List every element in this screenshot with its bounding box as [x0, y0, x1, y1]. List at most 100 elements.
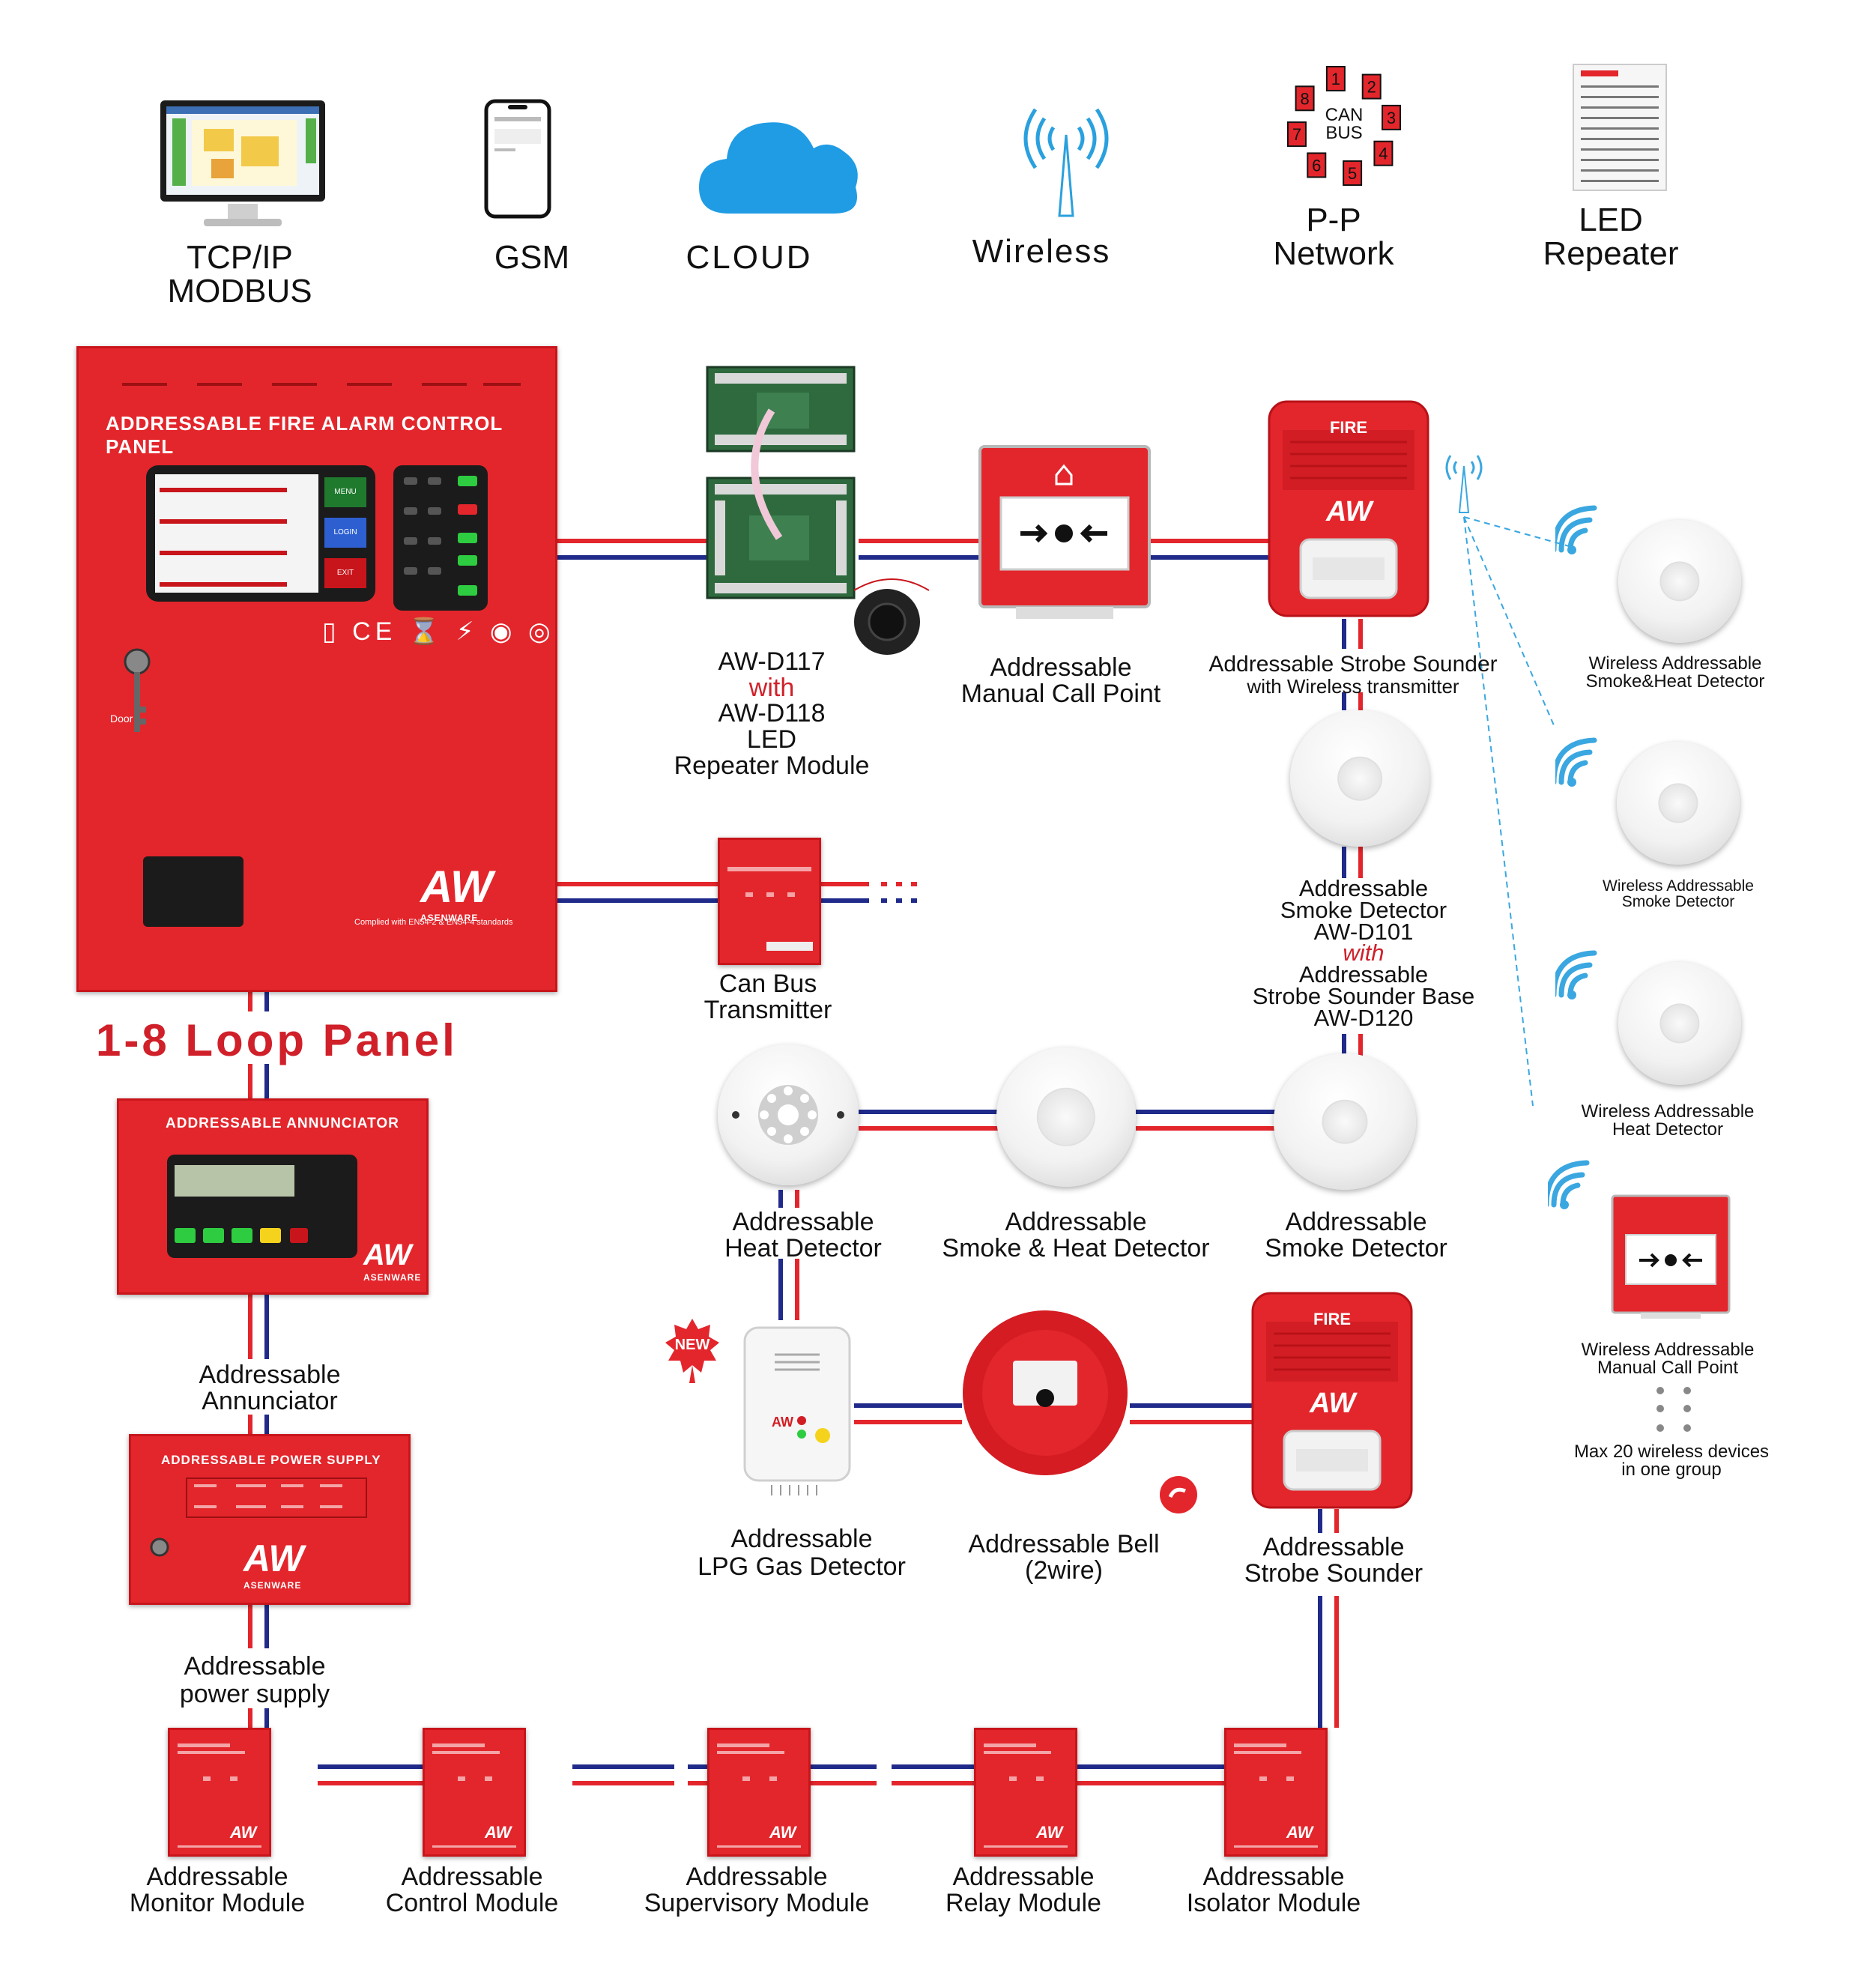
loop-panel-title: 1-8 Loop Panel: [96, 1015, 458, 1065]
module-supervisory-module: AW: [707, 1728, 811, 1857]
smartphone-icon: [484, 99, 551, 219]
strobe-antenna-icon: [1434, 448, 1494, 514]
ce-compliance-marks: ▯ CE ⌛ ⚡ ◉ ◎: [322, 617, 555, 646]
module-relay-module: AW: [974, 1728, 1077, 1857]
manual-call-point: [978, 445, 1151, 620]
fire-bell: [960, 1308, 1130, 1478]
svg-text:AW: AW: [1286, 1823, 1315, 1842]
wireless-signal-icon: [1551, 736, 1611, 791]
wireless-detector-1: [1617, 742, 1740, 865]
module-monitor-module: AW: [168, 1728, 271, 1857]
smoke-detector: [1274, 1053, 1416, 1190]
wireless-links: [1463, 516, 1573, 1107]
more-devices-dots: [1651, 1385, 1696, 1437]
door-key-icon: [122, 648, 152, 738]
cloud-icon: [695, 112, 865, 217]
new-badge: NEW: [664, 1317, 721, 1385]
strobe-sounder-wireless: FIRE AW: [1268, 400, 1429, 617]
panel-title: ADDRESSABLE FIRE ALARM CONTROL PANEL: [106, 412, 503, 458]
wireless-signal-icon: [1551, 949, 1611, 1004]
svg-text:AW: AW: [484, 1823, 513, 1842]
fire-label: FIRE: [1329, 418, 1368, 437]
login-button[interactable]: LOGIN: [324, 518, 366, 548]
wireless-signal-icon: [1551, 503, 1611, 559]
main-control-panel: ADDRESSABLE FIRE ALARM CONTROL PANEL MEN…: [76, 346, 557, 992]
strobe-sounder: FIRE AW: [1251, 1292, 1413, 1509]
label-gsm: GSM: [494, 239, 570, 276]
loop-wires: [248, 539, 1363, 1785]
panel-keypad: [393, 465, 488, 611]
smoke-heat-detector: [996, 1047, 1136, 1187]
smoke-detector-with-strobe-base: [1290, 710, 1429, 847]
svg-text:7: 7: [1292, 125, 1301, 144]
label-repeater-module: AW-D117 with AW-D118 LED Repeater Module: [674, 647, 870, 780]
svg-text:5: 5: [1348, 164, 1357, 183]
heat-detector: [718, 1044, 859, 1185]
wireless-mcp-device: [1611, 1194, 1731, 1320]
printer-slot: [143, 856, 243, 927]
can-node-1: 1: [1325, 65, 1346, 91]
svg-text:2: 2: [1367, 78, 1376, 97]
label-smoke-detector-d101: Addressable Smoke Detector AW-D101 with …: [1252, 875, 1475, 1031]
repeater-module-boards: [704, 366, 944, 665]
module-isolator-module: AW: [1224, 1728, 1328, 1857]
power-supply-indicators: [150, 1478, 367, 1557]
can-node-4: 4: [1373, 140, 1394, 166]
exit-button[interactable]: EXIT: [324, 558, 366, 588]
power-supply-title: ADDRESSABLE POWER SUPPLY: [161, 1453, 381, 1467]
svg-text:AW: AW: [1035, 1823, 1065, 1842]
svg-text:6: 6: [1312, 156, 1321, 175]
svg-text:AW: AW: [769, 1823, 798, 1842]
panel-compliance-text: Complied with EN54-2 & EN54-4 standards: [354, 918, 513, 927]
bell-hand-icon: [1158, 1475, 1199, 1515]
can-node-5: 5: [1343, 160, 1363, 187]
wireless-signal-icon: [1543, 1158, 1603, 1214]
repeater-panel-icon: [1572, 63, 1668, 192]
panel-lcd-screen: MENU LOGIN EXIT: [146, 465, 375, 602]
strobe-logo: AW: [1326, 496, 1373, 527]
wireless-detector-0: [1618, 520, 1741, 643]
can-bus-transmitter: [718, 838, 821, 965]
panel-top-dashes: [122, 383, 521, 386]
door-label: Door: [110, 713, 133, 725]
wireless-link: [1463, 516, 1555, 726]
can-node-2: 2: [1361, 73, 1382, 100]
svg-text:AW: AW: [229, 1823, 258, 1842]
lpg-gas-detector: AW: [742, 1325, 853, 1498]
menu-button[interactable]: MENU: [324, 477, 366, 507]
svg-text:1: 1: [1331, 70, 1340, 88]
can-node-3: 3: [1382, 104, 1402, 130]
module-control-module: AW: [423, 1728, 526, 1857]
fire-label-2: FIRE: [1313, 1310, 1352, 1328]
wireless-link: [1463, 516, 1573, 548]
can-node-8: 8: [1295, 85, 1315, 112]
label-cloud: CLOUD: [686, 239, 813, 276]
svg-text:8: 8: [1300, 89, 1309, 108]
svg-text:4: 4: [1379, 145, 1388, 163]
